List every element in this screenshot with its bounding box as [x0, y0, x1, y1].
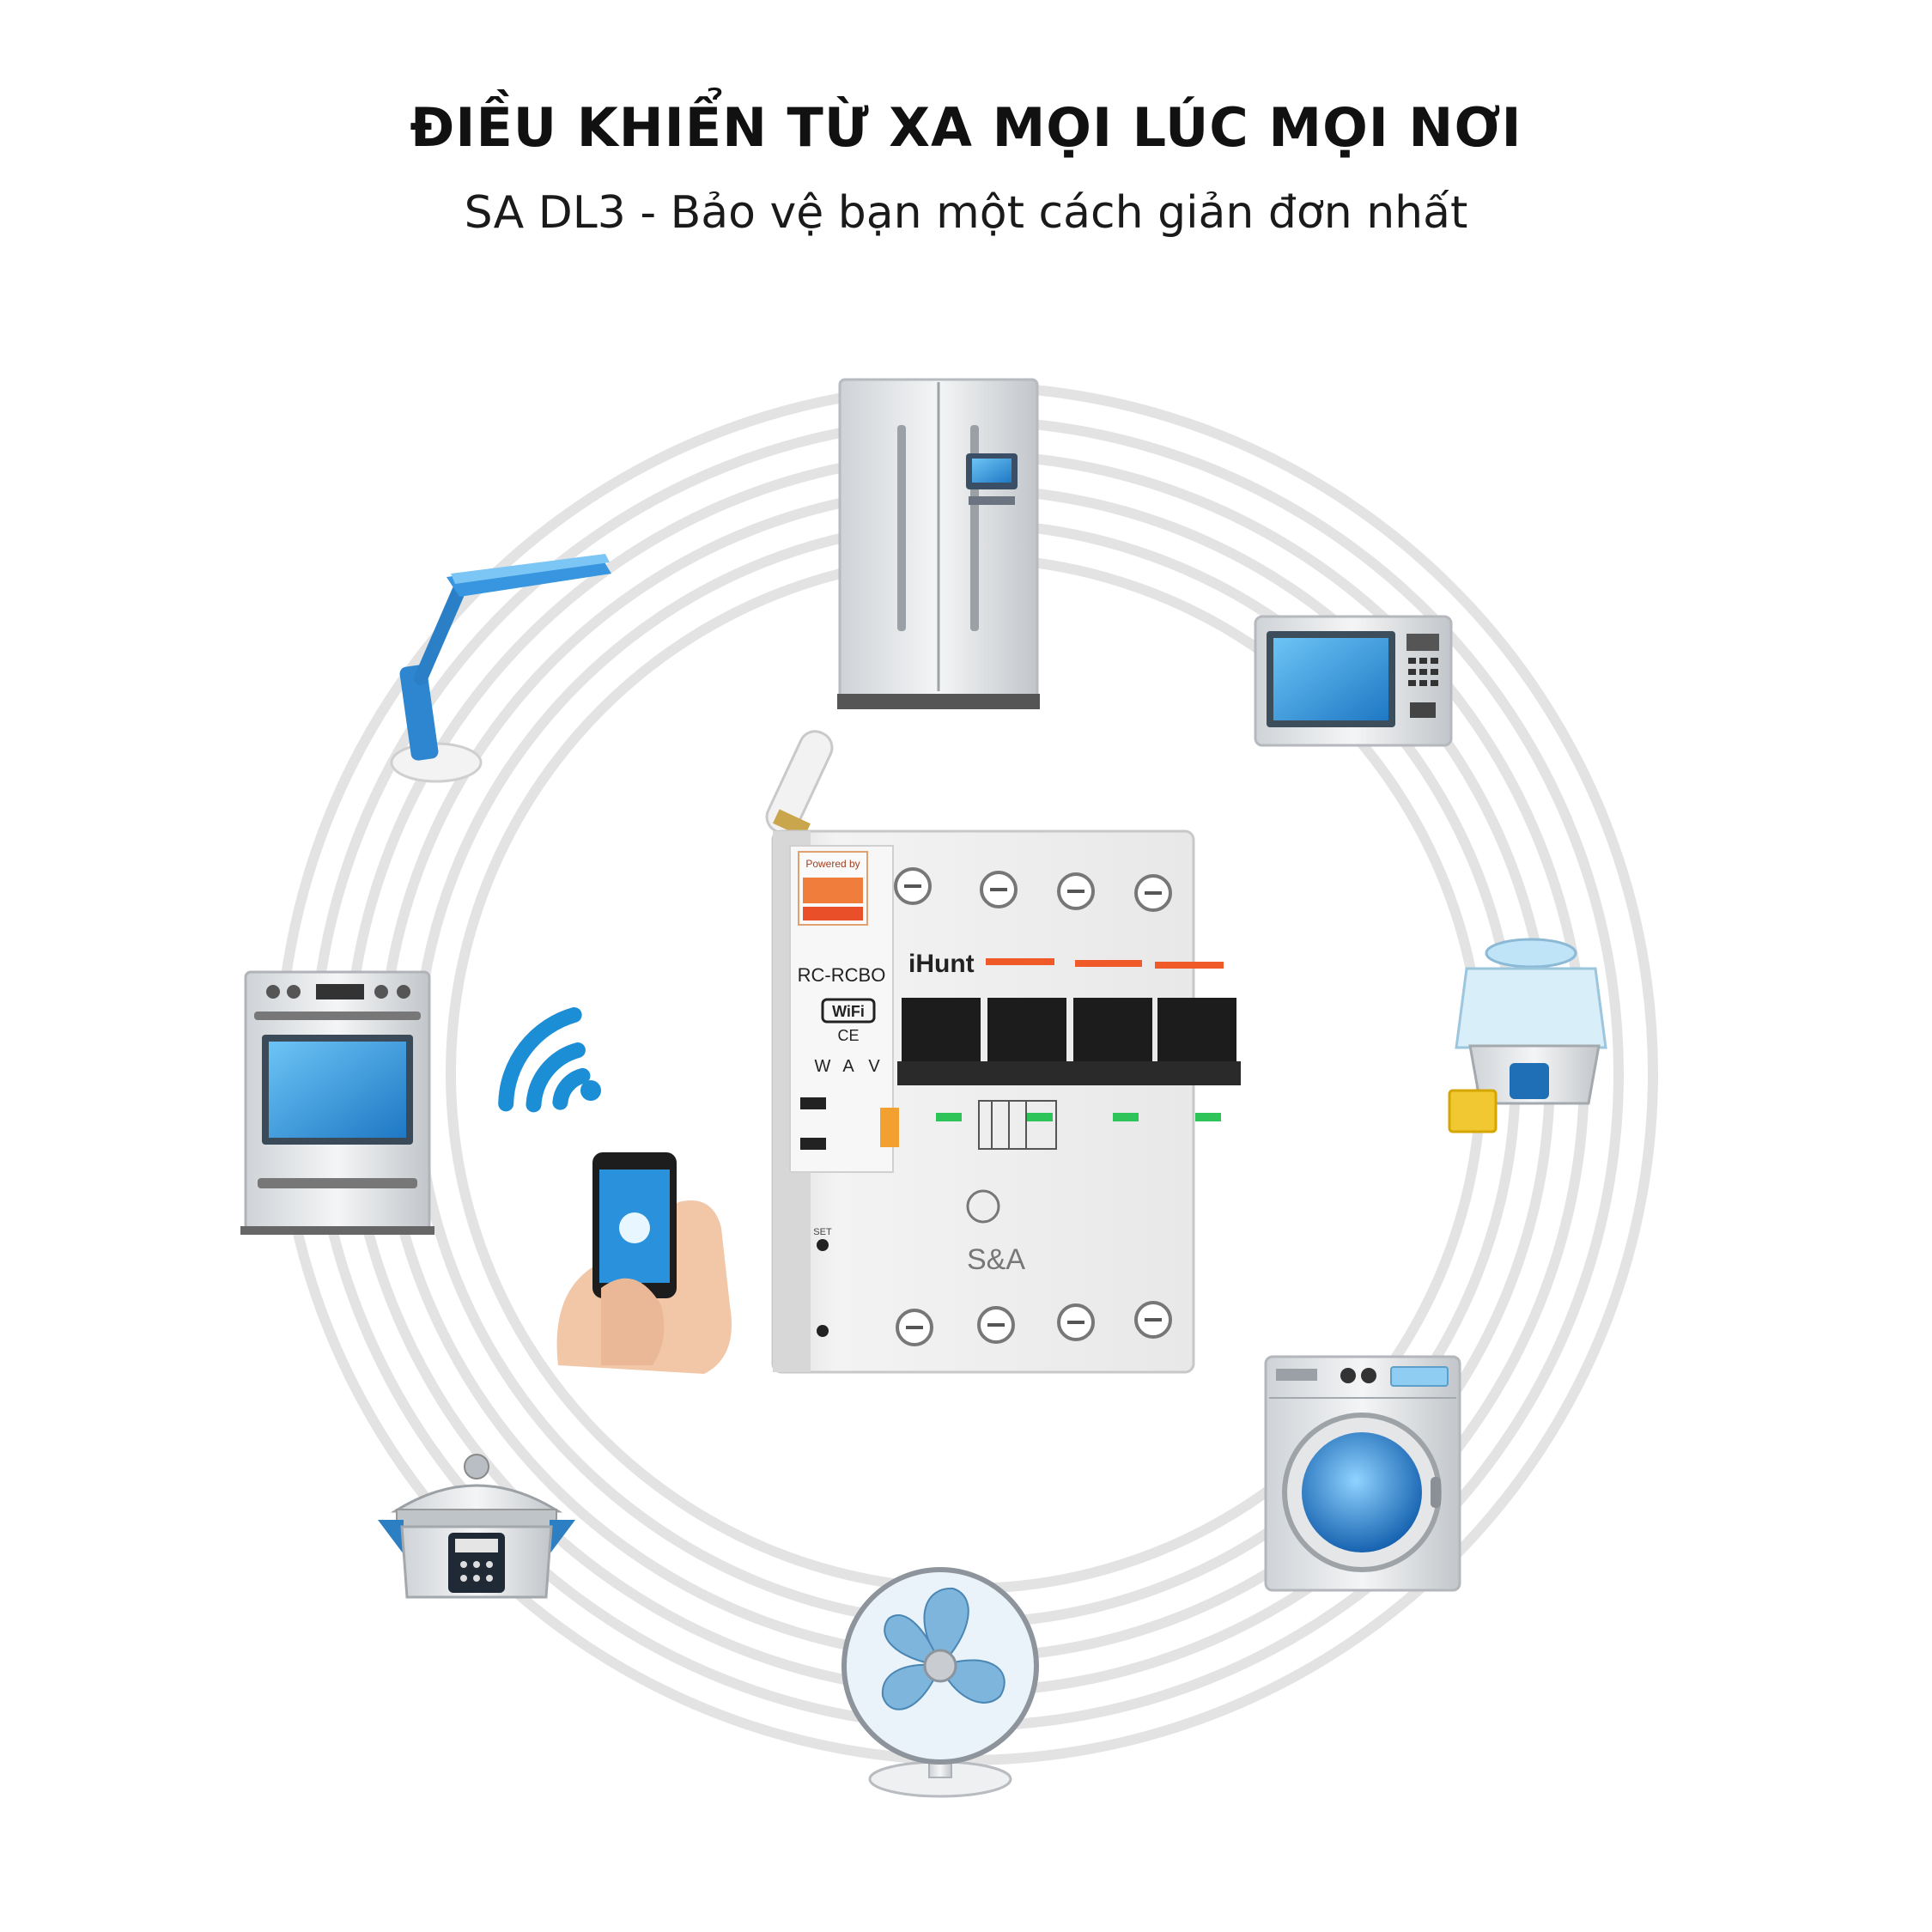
- set-button[interactable]: [800, 1097, 826, 1109]
- page-subtitle: SA DL3 - Bảo vệ bạn một cách giản đơn nh…: [464, 187, 1468, 239]
- brand-label: iHunt: [908, 950, 975, 978]
- rice-cooker-icon: [378, 1454, 575, 1599]
- wifi-label: WiFi: [832, 1003, 865, 1020]
- refrigerator-icon: [837, 378, 1040, 709]
- brand-logo-icon: [966, 1189, 1000, 1224]
- wifi-icon: [498, 1007, 601, 1113]
- meter-w: W: [815, 1057, 831, 1076]
- meter-v: V: [868, 1057, 880, 1076]
- meter-a: A: [842, 1057, 854, 1076]
- test-button[interactable]: [800, 1138, 826, 1150]
- stove-oven-icon: [240, 970, 434, 1235]
- smart-rcbo-device: Powered by RC-RCBO WiFi CE W A V iHunt: [765, 730, 1241, 1374]
- breaker-toggles[interactable]: [897, 998, 1241, 1085]
- microwave-icon: [1254, 615, 1453, 747]
- smartphone-hand-icon: [556, 1152, 732, 1374]
- juicer-icon: [1448, 938, 1607, 1133]
- desk-lamp-icon: [390, 554, 611, 783]
- washing-machine-icon: [1264, 1355, 1461, 1592]
- electric-fan-icon: [841, 1567, 1039, 1798]
- ce-mark: CE: [837, 1027, 859, 1044]
- logo-text: S&A: [967, 1243, 1025, 1276]
- model-label: RC-RCBO: [798, 964, 886, 986]
- page-title: ĐIỀU KHIỂN TỪ XA MỌI LÚC MỌI NƠI: [410, 96, 1522, 159]
- powered-by-label: Powered by: [805, 858, 860, 870]
- set-indicator-label: SET: [813, 1227, 832, 1237]
